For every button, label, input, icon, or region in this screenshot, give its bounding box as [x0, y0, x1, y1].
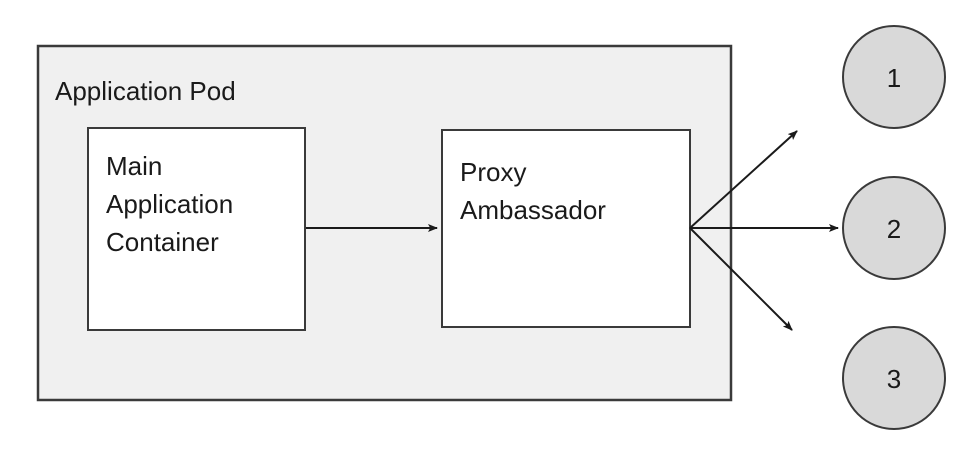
endpoint-3-label: 3	[887, 364, 901, 394]
endpoint-1-circle	[842, 25, 946, 129]
main-application-container-line-2: Application	[106, 189, 233, 219]
application-pod-label: Application Pod	[55, 76, 236, 106]
endpoint-3-circle	[842, 326, 946, 430]
endpoint-2-circle	[842, 176, 946, 280]
endpoint-1-label: 1	[887, 63, 901, 93]
proxy-ambassador-line-1: Proxy	[460, 157, 526, 187]
main-application-container-line-3: Container	[106, 227, 219, 257]
main-application-container-line-1: Main	[106, 151, 162, 181]
connector-proxy-to-endpoint-3	[689, 227, 793, 331]
proxy-ambassador-line-2: Ambassador	[460, 195, 606, 225]
connector-proxy-to-endpoint-1	[689, 130, 798, 229]
endpoint-2-label: 2	[887, 214, 901, 244]
main-application-container-box	[87, 127, 306, 331]
proxy-ambassador-container-box	[441, 129, 691, 328]
